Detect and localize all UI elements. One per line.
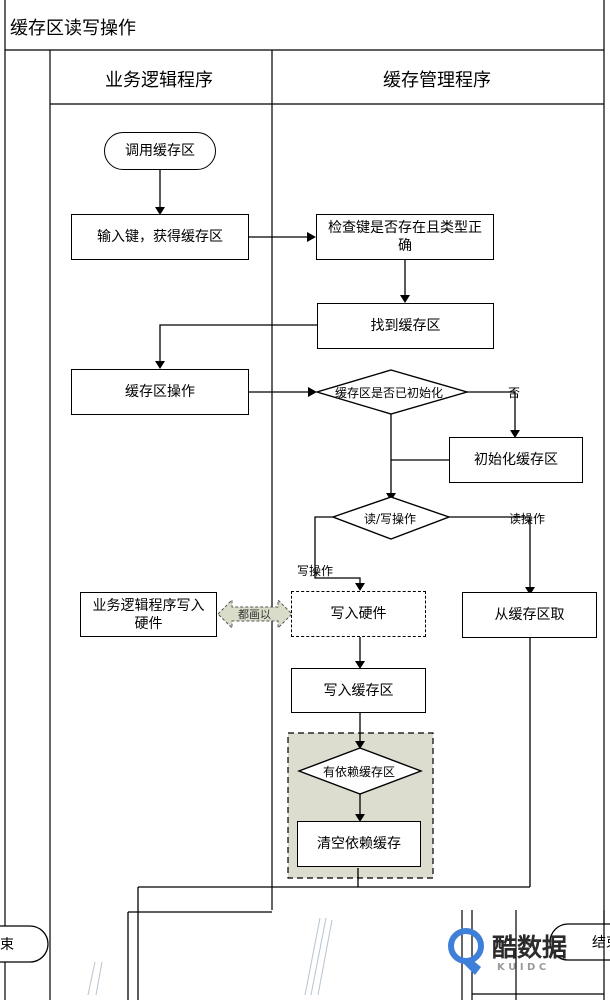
decision-has-dependency-label: 有依赖缓存区 xyxy=(323,765,396,779)
end-right-label: 结束 xyxy=(592,935,610,951)
page-title: 缓存区读写操作 xyxy=(10,18,136,39)
edge-label-read: 读操作 xyxy=(509,512,546,526)
end-left-label: 束 xyxy=(0,937,14,953)
watermark-logo xyxy=(448,928,484,975)
watermark-brand: 酷数据 xyxy=(492,933,568,962)
node-call-cache: 调用缓存区 xyxy=(104,132,216,170)
node-input-key: 输入键，获得缓存区 xyxy=(71,214,249,260)
node-read-from-cache: 从缓存区取 xyxy=(462,592,597,638)
end-left-oval xyxy=(0,925,49,963)
node-cache-operation: 缓存区操作 xyxy=(71,369,249,415)
edge-label-write: 写操作 xyxy=(297,564,334,578)
lane-header-cache-manager: 缓存管理程序 xyxy=(383,70,491,91)
both-arrow xyxy=(217,598,293,630)
end-right-oval xyxy=(549,923,610,961)
node-write-hardware: 写入硬件 xyxy=(291,591,426,637)
node-check-key: 检查键是否存在且类型正确 xyxy=(316,214,494,260)
node-find-cache: 找到缓存区 xyxy=(317,303,494,349)
edge-label-no: 否 xyxy=(508,386,521,400)
node-write-cache: 写入缓存区 xyxy=(291,668,426,713)
decision-initialized xyxy=(314,369,470,415)
edge-label-both: 都画以 xyxy=(238,608,271,621)
node-clear-dependency: 清空依赖缓存 xyxy=(297,821,421,867)
node-check-key-label: 检查键是否存在且类型正确 xyxy=(328,220,482,254)
watermark-sub: K U I D C xyxy=(497,962,547,973)
decision-has-dependency xyxy=(297,747,423,795)
decision-read-write-label: 读/写操作 xyxy=(364,512,417,526)
lane-header-business: 业务逻辑程序 xyxy=(105,70,213,91)
node-biz-write-hardware-label: 业务逻辑程序写入硬件 xyxy=(92,597,205,632)
node-init-cache: 初始化缓存区 xyxy=(449,437,583,483)
decision-read-write xyxy=(330,496,452,540)
node-biz-write-hardware: 业务逻辑程序写入硬件 xyxy=(80,592,217,637)
decision-initialized-label: 缓存区是否已初始化 xyxy=(335,386,444,400)
